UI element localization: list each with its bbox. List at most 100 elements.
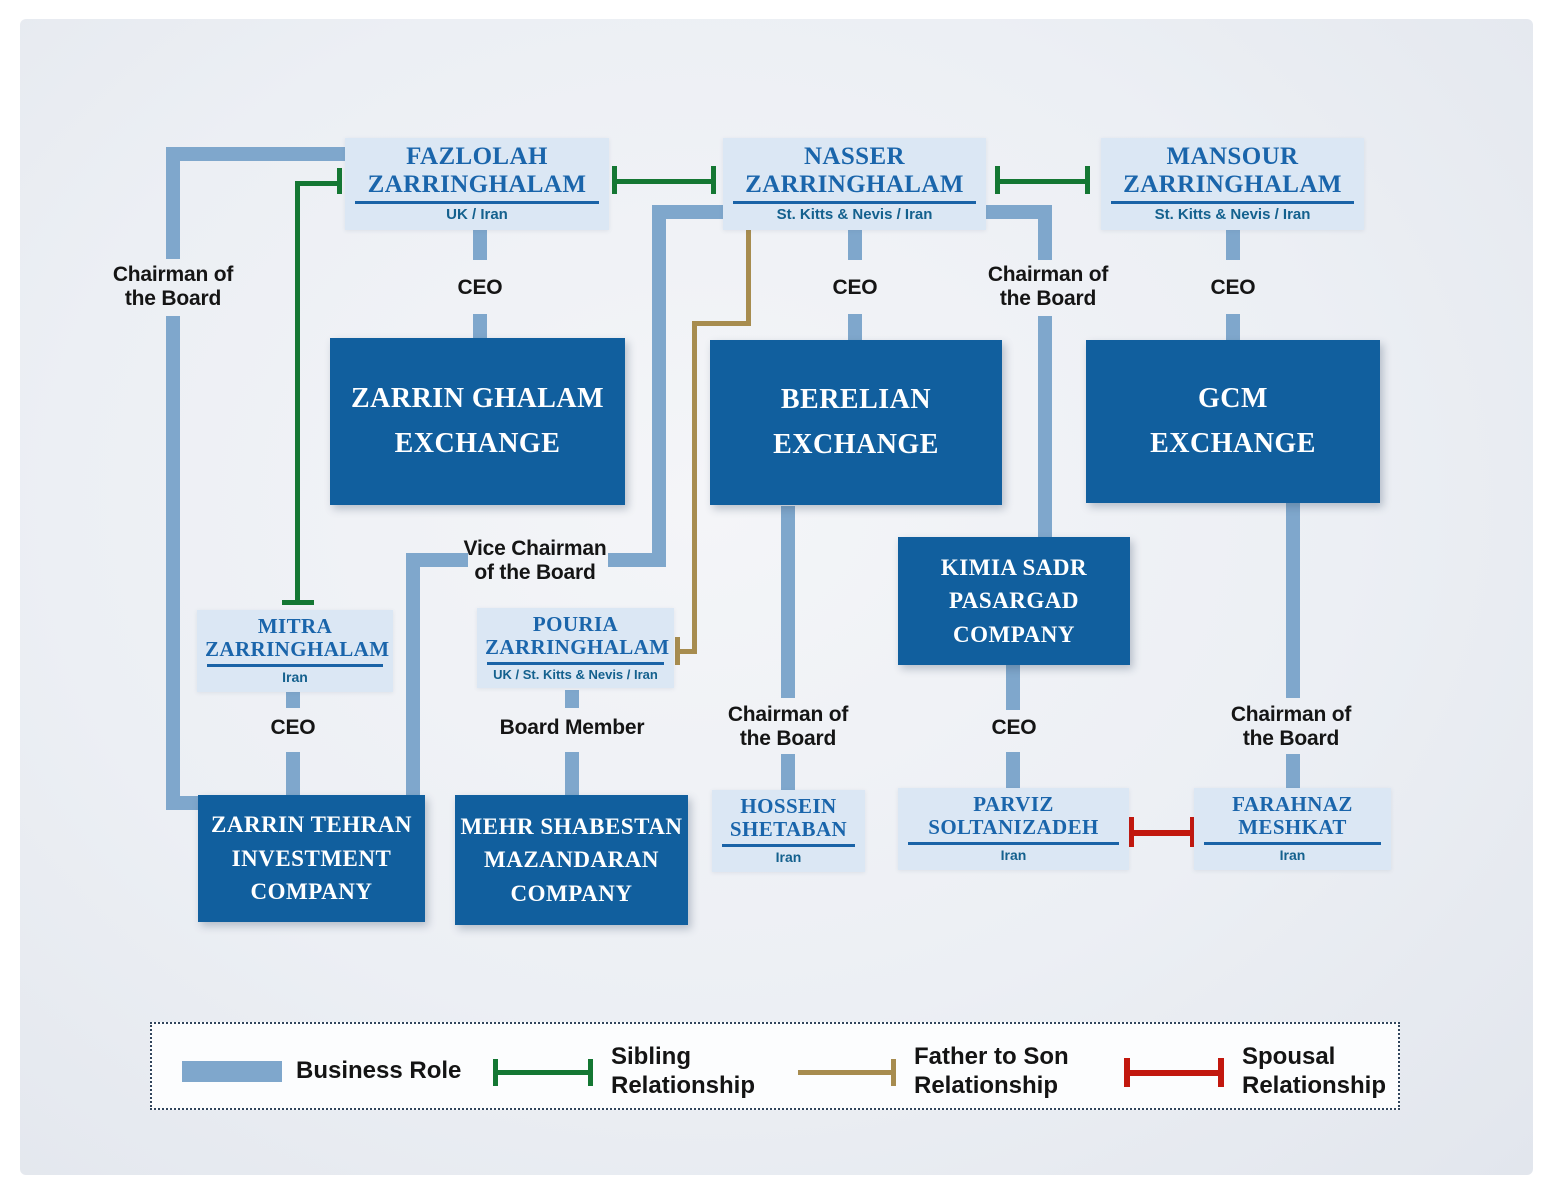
fatherson-nasser-pouria-h2 (679, 649, 697, 654)
name-underline (1111, 201, 1354, 204)
connector-fazlolah-ceo-v1 (473, 222, 487, 260)
legend-spousal-line (1126, 1070, 1224, 1076)
company-name: KIMIA SADR PASARGAD COMPANY (940, 554, 1088, 647)
name-underline (908, 842, 1119, 846)
role-label-gcm-chairman: Chairman of the Board (1230, 703, 1352, 751)
connector-nasser-ceo-v1 (848, 222, 862, 260)
connector-nasser-vicechair-v1 (652, 205, 666, 557)
connector-nasser-vicechair-h (652, 205, 727, 219)
legend-sibling-cap-l (493, 1059, 498, 1086)
person-name: MANSOUR ZARRINGHALAM (1123, 143, 1342, 198)
legend: Business Role Sibling Relationship Fathe… (150, 1022, 1400, 1110)
connector-mitra-ceo-v (286, 752, 300, 797)
person-name: FAZLOLAH ZARRINGHALAM (367, 143, 587, 198)
person-name: POURIA ZARRINGHALAM (485, 612, 670, 660)
role-label-nasser-chairman: Chairman of the Board (987, 263, 1109, 311)
role-label-mansour-ceo: CEO (1210, 276, 1256, 299)
connector-kimia-ceo-v2 (1006, 752, 1020, 792)
sibling-nasser-mansour-cap-l (995, 166, 1000, 194)
person-country: UK / St. Kitts & Nevis / Iran (493, 667, 658, 683)
connector-berelian-chairman-v1 (781, 506, 795, 698)
legend-father-son-cap-r (891, 1059, 896, 1086)
person-country: Iran (1000, 847, 1027, 864)
connector-pouria-board-stub (565, 690, 579, 708)
legend-sibling-label: Sibling Relationship (611, 1043, 756, 1099)
connector-gcm-chairman-v1 (1286, 503, 1300, 698)
person-country: Iran (282, 669, 308, 686)
legend-business-role-label: Business Role (296, 1057, 462, 1084)
person-node-hossein: HOSSEIN SHETABAN Iran (712, 790, 865, 872)
connector-nasser-vicechair-stub-l (406, 553, 468, 567)
legend-sibling-line (495, 1070, 593, 1075)
role-label-fazlolah-chairman: Chairman of the Board (112, 263, 234, 311)
sibling-nasser-mansour-line (997, 179, 1089, 184)
company-name: ZARRIN GHALAM EXCHANGE (350, 382, 605, 459)
company-name: BERELIAN EXCHANGE (773, 383, 939, 460)
company-box-mehr-shabestan-mazandaran: MEHR SHABESTAN MAZANDARAN COMPANY (455, 795, 688, 925)
connector-nasser-chairman-h (985, 205, 1052, 219)
role-label-nasser-vice-chairman: Vice Chairman of the Board (463, 537, 607, 585)
role-label-berelian-chairman: Chairman of the Board (727, 703, 849, 751)
role-label-fazlolah-ceo: CEO (457, 276, 503, 299)
role-label-kimia-ceo: CEO (991, 716, 1037, 739)
fatherson-nasser-pouria-v2 (692, 321, 697, 653)
name-underline (1204, 842, 1381, 846)
connector-kimia-ceo-v1 (1006, 665, 1020, 710)
role-label-nasser-ceo: CEO (832, 276, 878, 299)
sibling-fazlolah-nasser-cap-l (612, 166, 617, 194)
connector-nasser-chairman-v2 (1038, 316, 1052, 539)
person-name: HOSSEIN SHETABAN (729, 794, 848, 842)
name-underline (355, 201, 599, 204)
company-box-berelian-exchange: BERELIAN EXCHANGE (710, 340, 1002, 505)
company-box-zarrin-tehran-investment: ZARRIN TEHRAN INVESTMENT COMPANY (198, 795, 425, 922)
sibling-fazlolah-nasser-line (614, 179, 714, 184)
connector-berelian-chairman-v2 (781, 754, 795, 794)
connector-nasser-vicechair-v2 (406, 553, 420, 797)
fatherson-nasser-pouria-h1 (692, 321, 751, 326)
person-country: UK / Iran (446, 206, 508, 223)
sibling-fazlolah-mitra-cap-bottom (282, 600, 314, 605)
role-label-pouria-board-member: Board Member (499, 716, 645, 739)
connector-mansour-ceo-v2 (1226, 314, 1240, 342)
person-node-mansour: MANSOUR ZARRINGHALAM St. Kitts & Nevis /… (1101, 138, 1364, 230)
name-underline (487, 662, 664, 666)
sibling-fazlolah-nasser-cap-r (711, 166, 716, 194)
company-box-kimia-sadr-pasargad: KIMIA SADR PASARGAD COMPANY (898, 537, 1130, 665)
person-node-fazlolah: FAZLOLAH ZARRINGHALAM UK / Iran (345, 138, 609, 230)
company-name: MEHR SHABESTAN MAZANDARAN COMPANY (460, 813, 683, 906)
person-node-nasser: NASSER ZARRINGHALAM St. Kitts & Nevis / … (723, 138, 986, 230)
person-node-mitra: MITRA ZARRINGHALAM Iran (197, 610, 393, 692)
legend-spousal-cap-l (1124, 1058, 1130, 1087)
legend-business-role-swatch (182, 1061, 282, 1082)
spousal-parviz-farahnaz-cap-r (1190, 817, 1196, 847)
connector-fazlolah-chairman-h (166, 147, 356, 161)
person-node-parviz: PARVIZ SOLTANIZADEH Iran (898, 788, 1129, 870)
name-underline (733, 201, 976, 204)
connector-pouria-board-v (565, 752, 579, 797)
legend-spousal-cap-r (1218, 1058, 1224, 1087)
company-box-gcm-exchange: GCM EXCHANGE (1086, 340, 1380, 503)
legend-father-son-label: Father to Son Relationship (914, 1043, 1069, 1099)
connector-nasser-chairman-v1 (1038, 205, 1052, 260)
company-name: GCM EXCHANGE (1150, 382, 1316, 459)
connector-fazlolah-ceo-v2 (473, 314, 487, 340)
role-label-mitra-ceo: CEO (270, 716, 316, 739)
connector-nasser-vicechair-stub-r (608, 553, 666, 567)
person-name: NASSER ZARRINGHALAM (745, 143, 964, 198)
name-underline (722, 844, 855, 848)
spousal-parviz-farahnaz-line (1131, 830, 1193, 836)
person-node-farahnaz: FARAHNAZ MESHKAT Iran (1194, 788, 1391, 870)
person-name: FARAHNAZ MESHKAT (1232, 792, 1353, 840)
sibling-fazlolah-mitra-h (295, 181, 339, 186)
connector-fazlolah-chairman-v2 (166, 316, 180, 810)
person-name: MITRA ZARRINGHALAM (205, 614, 390, 662)
person-country: Iran (775, 849, 802, 866)
legend-sibling-cap-r (588, 1059, 593, 1086)
spousal-parviz-farahnaz-cap-l (1128, 817, 1134, 847)
connector-fazlolah-chairman-v1 (166, 147, 180, 259)
legend-spousal-label: Spousal Relationship (1242, 1043, 1387, 1099)
connector-mansour-ceo-v1 (1226, 222, 1240, 260)
company-box-zarrin-ghalam-exchange: ZARRIN GHALAM EXCHANGE (330, 338, 625, 505)
connector-nasser-ceo-v2 (848, 314, 862, 342)
